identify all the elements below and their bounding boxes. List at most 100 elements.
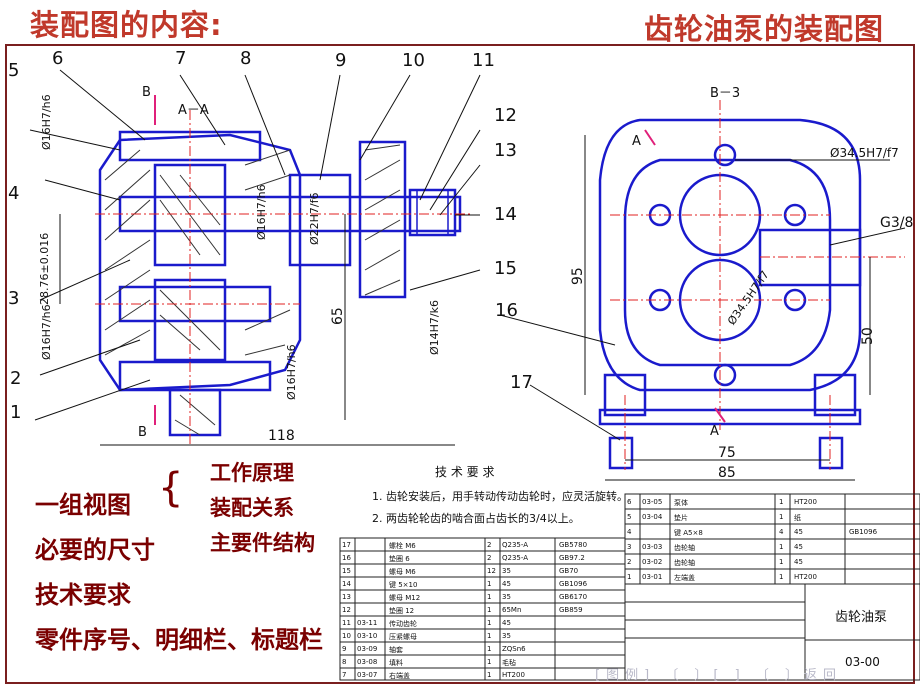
bom-left-cell: 8 xyxy=(342,658,347,666)
part-number-4: 4 xyxy=(8,183,20,204)
bom-left-cell: 压紧螺母 xyxy=(389,633,417,641)
bom-left-cell: 螺母 M12 xyxy=(389,594,421,602)
part-number-7: 7 xyxy=(175,48,187,69)
bom-right-cell: 45 xyxy=(794,528,803,536)
sub-structure: 主要件结构 xyxy=(210,531,315,555)
bom-left-cell: 1 xyxy=(487,645,492,653)
bom-left-cell: 1 xyxy=(487,580,492,588)
dim-d16-top: Ø16H7/h6 xyxy=(40,94,53,150)
mark-b-top: B xyxy=(142,85,151,100)
bom-left-cell: ZQSn6 xyxy=(502,645,526,653)
bom-right-cell: 45 xyxy=(794,543,803,551)
bom-left-cell: 14 xyxy=(342,580,351,588)
bom-left-cell: 03-10 xyxy=(357,632,378,640)
bottom-nav[interactable]: [图例] 〔 〕[ ] 〔 〕返回 xyxy=(595,668,842,683)
part-number-6: 6 xyxy=(52,48,64,69)
dim-d16-bottom: Ø16H7/h6 xyxy=(40,304,53,360)
bom-left-cell: 1 xyxy=(487,632,492,640)
sub-principle: 工作原理 xyxy=(210,461,294,485)
bom-right-cell: 1 xyxy=(779,573,784,581)
bom-left-cell: 螺栓 M6 xyxy=(389,542,416,550)
part-number-15: 15 xyxy=(494,258,517,279)
bom-left-cell: 35 xyxy=(502,593,511,601)
dim-85: 85 xyxy=(718,465,736,481)
dim-d22: Ø22H7/f6 xyxy=(308,192,321,245)
bom-right-cell: HT200 xyxy=(794,573,817,581)
bom-left-cell: 03-11 xyxy=(357,619,378,627)
bom-left-cell: 03-07 xyxy=(357,671,378,679)
title-block-grid xyxy=(624,583,920,681)
dim-d16-shaft: Ø16H7/h6 xyxy=(255,184,268,240)
bom-left-cell: GB70 xyxy=(559,567,579,575)
bom-left-cell: 键 5×10 xyxy=(389,581,418,589)
part-number-17: 17 xyxy=(510,372,533,393)
part-number-13: 13 xyxy=(494,140,517,161)
bom-right-cell: 03-01 xyxy=(642,573,663,581)
bom-left-cell: GB6170 xyxy=(559,593,588,601)
bom-right-cell: GB1096 xyxy=(849,528,878,536)
bom-left-cell: 16 xyxy=(342,554,351,562)
part-number-10: 10 xyxy=(402,50,425,71)
bom-right-cell: 4 xyxy=(627,528,632,536)
bom-left-cell: GB97.2 xyxy=(559,554,585,562)
bom-left-cell: 填料 xyxy=(389,659,403,667)
right-dim-lines xyxy=(499,129,906,481)
part-number-14: 14 xyxy=(494,204,517,225)
drawing-frame xyxy=(5,44,915,684)
bom-left-cell: 35 xyxy=(502,567,511,575)
page-title: 装配图的内容: xyxy=(30,8,223,42)
bom-left-cell: 17 xyxy=(342,541,351,549)
bom-left-cell: GB1096 xyxy=(559,580,588,588)
bom-right-cell: HT200 xyxy=(794,498,817,506)
mark-a-top: A xyxy=(632,134,641,149)
bom-left-cell: 15 xyxy=(342,567,351,575)
bom-left-cell: 12 xyxy=(487,567,496,575)
bom-right-cell: 1 xyxy=(779,558,784,566)
bom-right-cell: 左端盖 xyxy=(674,574,695,582)
bom-right-cell: 1 xyxy=(779,543,784,551)
bom-right-cell: 1 xyxy=(779,498,784,506)
bom-left-cell: 1 xyxy=(487,671,492,679)
right-section-label: B－3 xyxy=(710,86,741,101)
bom-left-cell: 65Mn xyxy=(502,606,522,614)
bom-left-cell: 12 xyxy=(342,606,351,614)
bom-left-cell: 03-08 xyxy=(357,658,378,666)
bom-left-cell: 1 xyxy=(487,619,492,627)
bom-left-cell: Q235-A xyxy=(502,554,529,562)
dim-50: 50 xyxy=(860,327,876,345)
bom-right-cell: 齿轮轴 xyxy=(674,559,695,567)
dim-d34-top: Ø34.5H7/f7 xyxy=(830,146,899,160)
bom-left-cell: Q235-A xyxy=(502,541,529,549)
dim-center-distance: 28.76±0.016 xyxy=(38,232,51,305)
dim-65: 65 xyxy=(330,307,346,325)
bom-left-cell: GB859 xyxy=(559,606,583,614)
bom-right-cell: 2 xyxy=(627,558,632,566)
bom-left-cell: 11 xyxy=(342,619,351,627)
part-number-1: 1 xyxy=(10,402,22,423)
bom-right-cell: 纸 xyxy=(794,514,801,522)
left-section-view xyxy=(98,130,462,437)
bom-left-cell: GB5780 xyxy=(559,541,588,549)
mark-a-bottom: A xyxy=(710,424,719,439)
bom-left-cell: 10 xyxy=(342,632,351,640)
right-centerlines xyxy=(610,100,905,470)
bom-right-cell: 5 xyxy=(627,513,632,521)
bom-right-cell: 1 xyxy=(627,573,632,581)
bom-left-cell: 45 xyxy=(502,580,511,588)
bom-left-cell: 35 xyxy=(502,632,511,640)
dim-g38: G3/8 xyxy=(880,215,914,231)
tech-req-title: 技 术 要 求 xyxy=(435,465,495,479)
bom-left-cell: 13 xyxy=(342,593,351,601)
bom-left-cell: 03-09 xyxy=(357,645,378,653)
bom-right-cell: 03-03 xyxy=(642,543,663,551)
title-block-number: 03-00 xyxy=(845,655,880,669)
bom-right-cell: 4 xyxy=(779,528,784,536)
bom-right-cell: 03-02 xyxy=(642,558,663,566)
part-number-3: 3 xyxy=(8,288,20,309)
bom-right-cell: 45 xyxy=(794,558,803,566)
title-block-name: 齿轮油泵 xyxy=(835,610,888,625)
part-number-12: 12 xyxy=(494,105,517,126)
content-dims: 必要的尺寸 xyxy=(35,536,155,564)
sub-assembly: 装配关系 xyxy=(210,496,294,520)
